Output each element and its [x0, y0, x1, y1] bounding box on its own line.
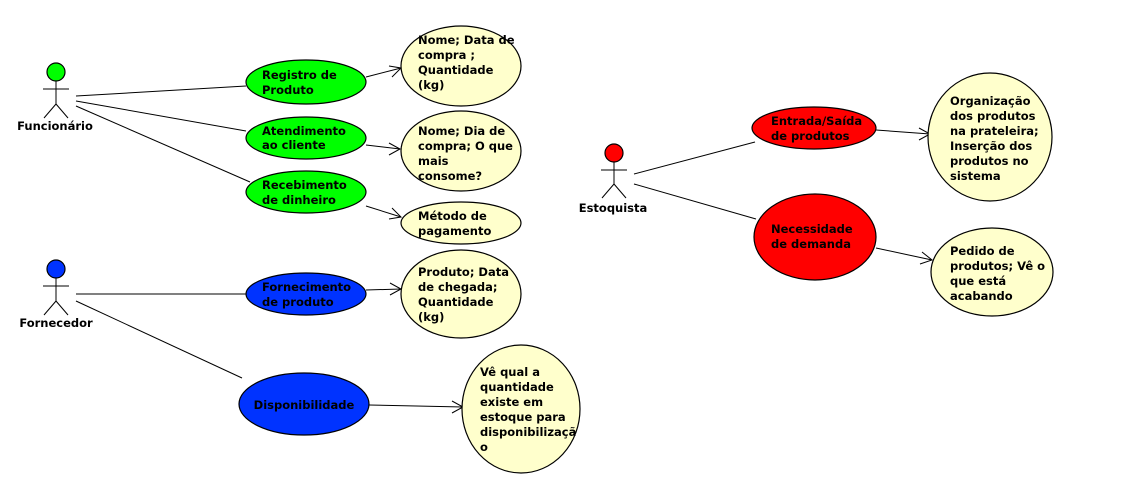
use-case-label: ao cliente — [262, 138, 326, 152]
actor-label-fornecedor: Fornecedor — [19, 316, 93, 330]
use-case-fornecimento[interactable]: Fornecimento de produto — [245, 272, 367, 316]
use-case-label: de dinheiro — [262, 193, 336, 207]
note-line: pagamento — [418, 224, 491, 238]
assoc-estoquista-necessidade — [633, 183, 757, 220]
use-case-entrada-saida[interactable]: Entrada/Saída de produtos — [751, 106, 877, 150]
note-line: Produto; Data — [418, 265, 509, 279]
assoc-funcionario-registro — [75, 85, 247, 97]
actor-head-icon — [46, 259, 66, 279]
note-line: Quantidade — [418, 295, 494, 309]
note-line: Nome; Dia de — [418, 124, 505, 138]
use-case-label: Atendimento — [262, 124, 346, 138]
note-line: (kg) — [418, 78, 444, 92]
note-line: sistema — [950, 169, 1001, 183]
note-line: produtos no — [950, 154, 1029, 168]
assoc-funcionario-atendimento — [75, 100, 247, 132]
use-case-label: Registro de — [262, 68, 337, 82]
use-case-label: de produtos — [771, 129, 850, 143]
use-case-disponibilidade[interactable]: Disponibilidade — [238, 372, 370, 436]
note-entrada-saida: Organização dos produtos na prateleira; … — [927, 72, 1053, 202]
note-line: consome? — [418, 169, 482, 183]
use-case-label: de demanda — [771, 237, 851, 251]
actor-funcionario: Funcionário — [17, 62, 93, 133]
note-line: de chegada; — [418, 280, 497, 294]
note-fornecimento: Produto; Data de chegada; Quantidade (kg… — [400, 249, 522, 339]
note-line: dos produtos — [950, 109, 1036, 123]
note-disponibilidade: Vê qual a quantidade existe em estoque p… — [461, 344, 581, 474]
actor-estoquista: Estoquista — [579, 143, 648, 215]
note-line: Nome; Data de — [418, 33, 515, 47]
actor-head-icon — [46, 62, 66, 82]
note-recebimento: Método de pagamento — [400, 201, 522, 245]
use-case-label: Disponibilidade — [254, 398, 355, 412]
note-line: mais — [418, 154, 449, 168]
note-line: existe em — [480, 395, 543, 409]
note-line: compra ; — [418, 48, 475, 62]
note-line: o — [480, 440, 488, 454]
use-case-label: Entrada/Saída — [771, 114, 862, 128]
use-case-label: Fornecimento — [262, 280, 351, 294]
note-line: na prateleira; — [950, 124, 1039, 138]
note-line: compra; O que — [418, 139, 513, 153]
note-line: Método de — [418, 209, 487, 223]
use-case-recebimento[interactable]: Recebimento de dinheiro — [245, 170, 367, 214]
note-line: Organização — [950, 94, 1031, 108]
use-case-label: Produto — [262, 83, 314, 97]
note-line: disponibilizaçã — [480, 425, 576, 439]
note-line: acabando — [950, 289, 1013, 303]
note-line: quantidade — [480, 380, 554, 394]
note-line: (kg) — [418, 310, 444, 324]
note-line: Quantidade — [418, 63, 494, 77]
use-case-necessidade[interactable]: Necessidade de demanda — [753, 193, 877, 281]
note-registro: Nome; Data de compra ; Quantidade (kg) — [400, 25, 522, 107]
use-case-label: de produto — [262, 295, 334, 309]
use-case-registro[interactable]: Registro de Produto — [245, 59, 367, 105]
actor-head-icon — [604, 143, 624, 163]
note-line: estoque para — [480, 410, 566, 424]
assoc-fornecedor-disponibilidade — [75, 300, 243, 379]
note-line: Inserção dos — [950, 139, 1032, 153]
actor-label-estoquista: Estoquista — [579, 201, 648, 215]
note-line: Pedido de — [950, 244, 1015, 258]
actor-fornecedor: Fornecedor — [19, 259, 93, 330]
note-atendimento: Nome; Dia de compra; O que mais consome? — [400, 110, 522, 192]
note-line: produtos; Vê o — [950, 259, 1045, 273]
assoc-estoquista-entrada — [633, 141, 756, 175]
note-line: que está — [950, 274, 1006, 288]
actor-label-funcionario: Funcionário — [17, 119, 93, 133]
associations — [75, 85, 757, 379]
note-line: Vê qual a — [480, 365, 540, 379]
use-case-atendimento[interactable]: Atendimento ao cliente — [245, 116, 367, 160]
assoc-funcionario-recebimento — [75, 105, 251, 183]
use-case-label: Recebimento — [262, 178, 347, 192]
note-necessidade: Pedido de produtos; Vê o que está acaban… — [930, 227, 1054, 317]
use-case-label: Necessidade — [771, 222, 853, 236]
